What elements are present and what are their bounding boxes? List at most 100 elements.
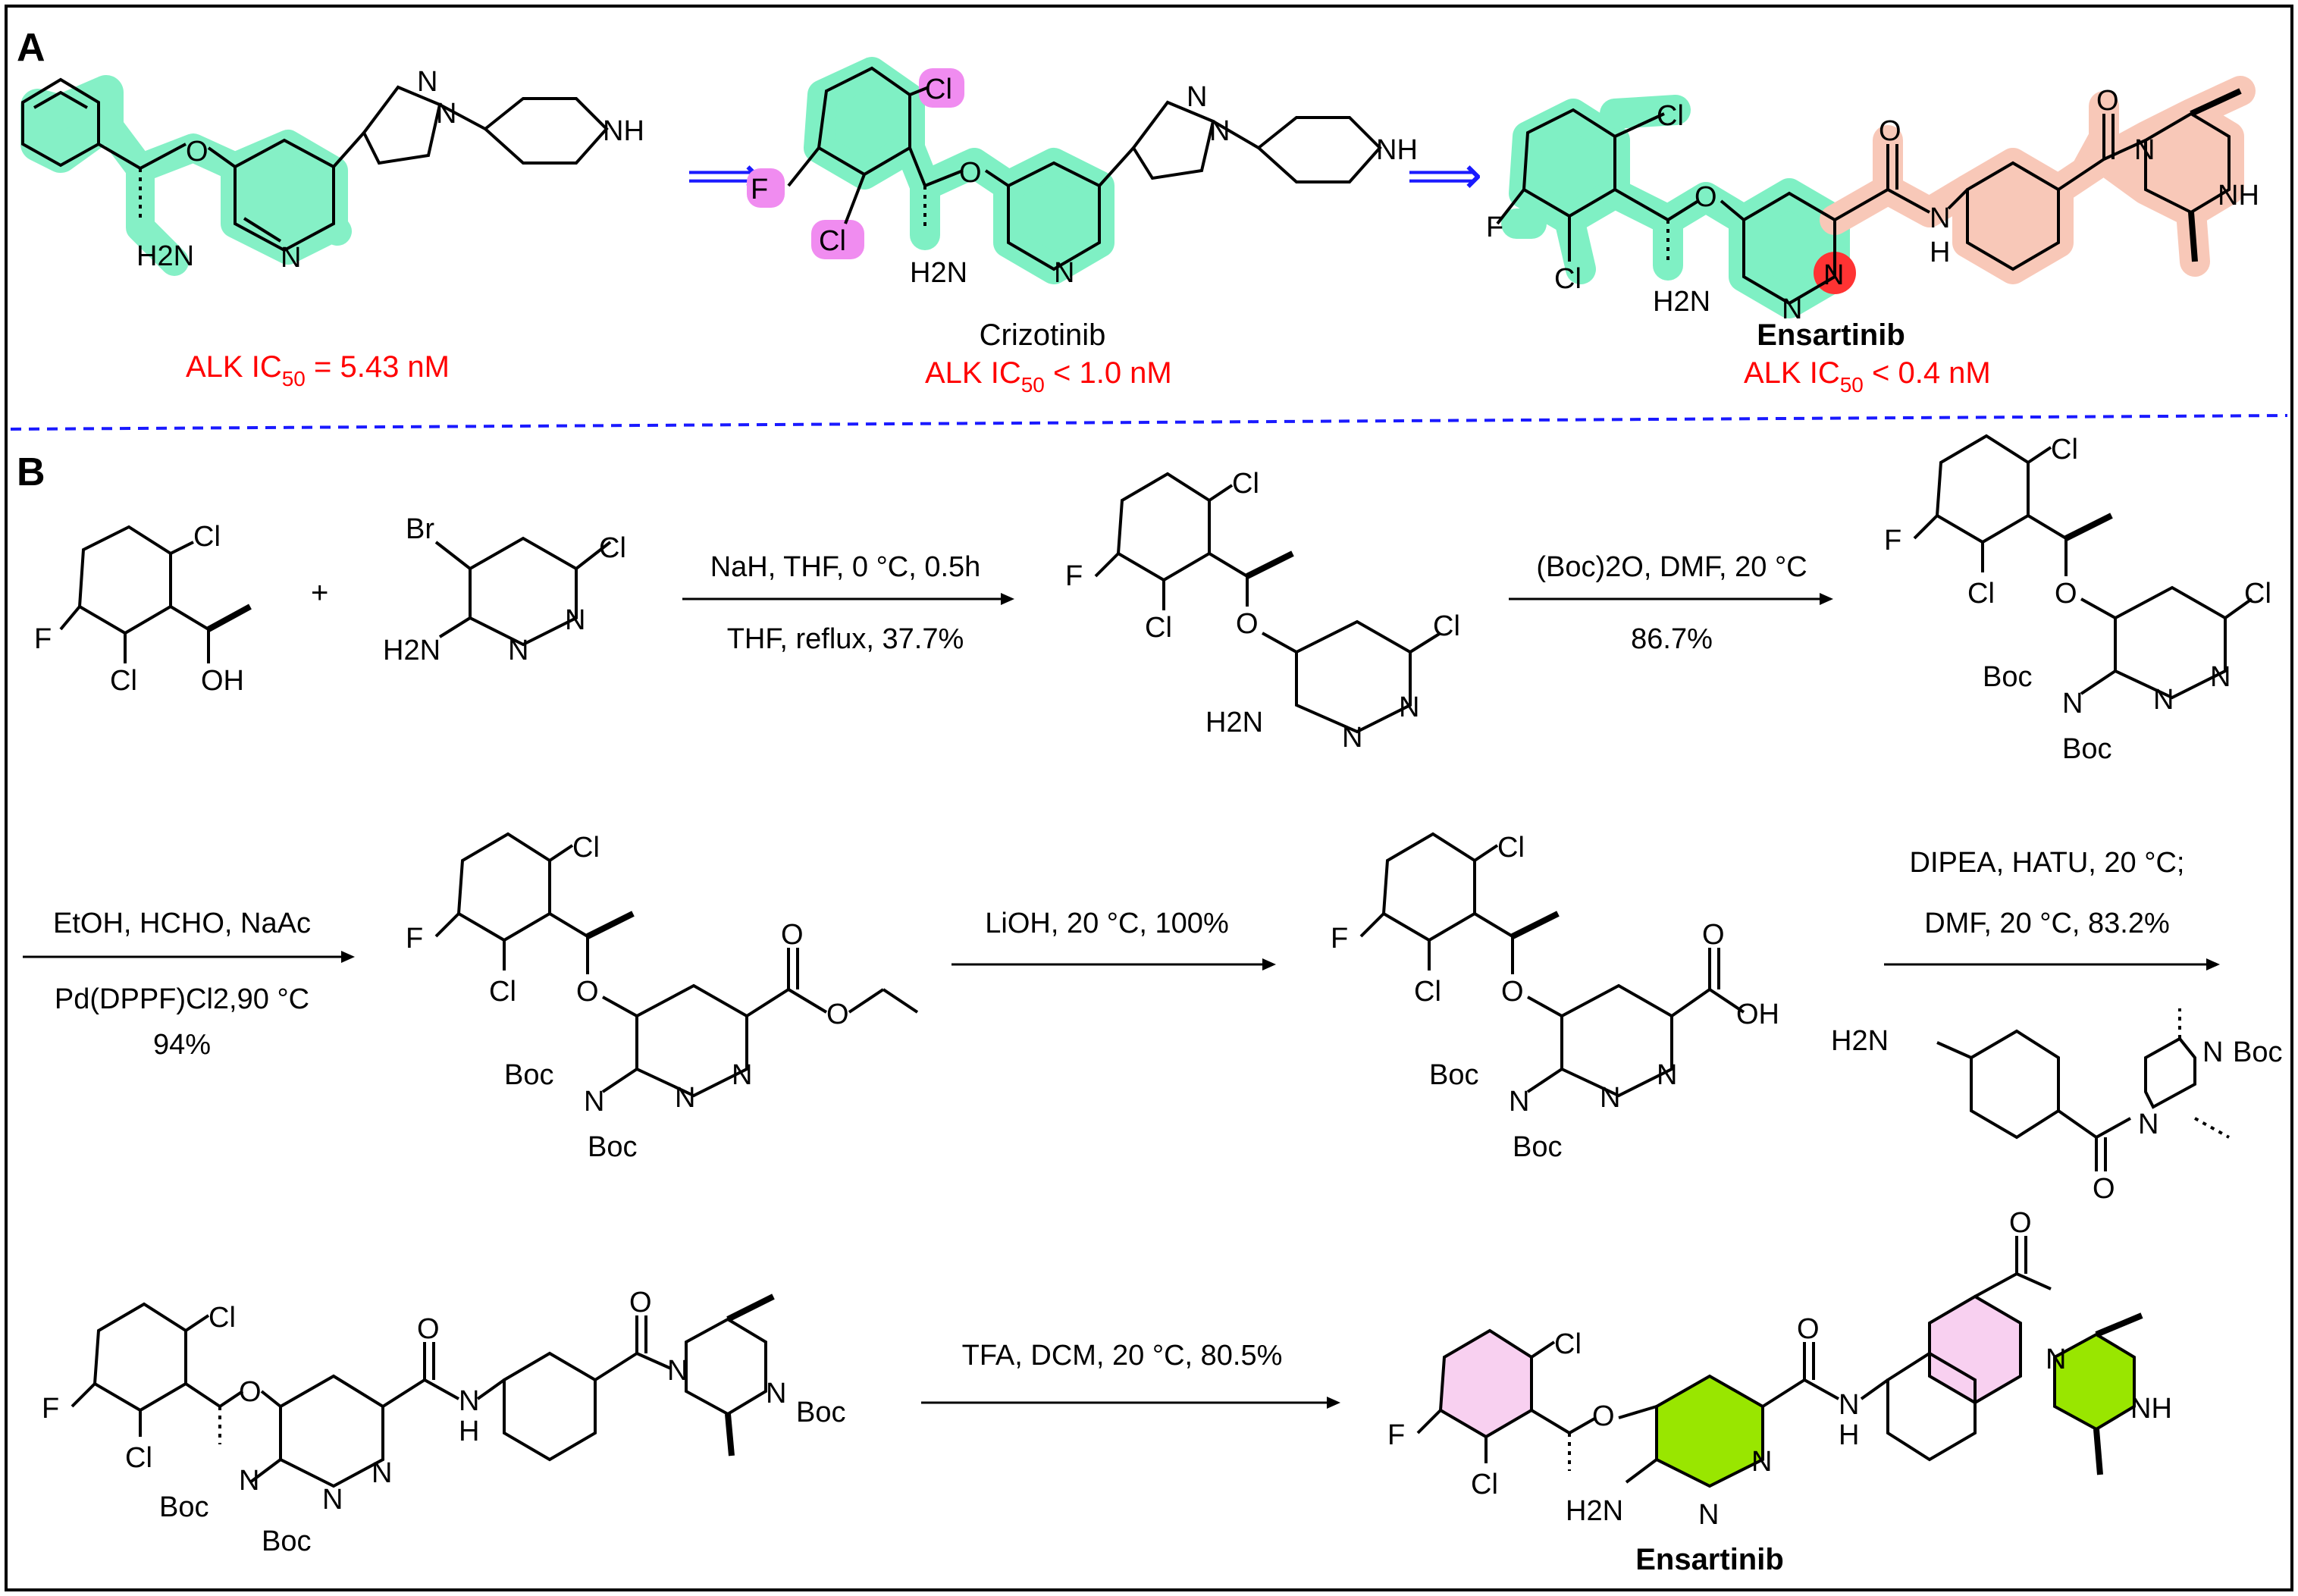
atom-label: H2N	[136, 240, 194, 272]
bond-line	[1001, 593, 1014, 605]
bond-line	[1501, 95, 1759, 284]
atom-label: N	[1698, 1499, 1719, 1531]
bond-line	[1212, 120, 1260, 149]
bond-line	[2027, 514, 2068, 540]
crizotinib-structure	[787, 66, 1382, 271]
bond-line	[1947, 188, 1969, 210]
atom-label: N	[1839, 1389, 1859, 1421]
atom-label: Cl	[572, 832, 600, 864]
bond-line	[2096, 1117, 2131, 1139]
atom-label: Cl	[1497, 832, 1525, 864]
atom-label: N	[281, 242, 301, 274]
atom-label: O	[2093, 1173, 2115, 1205]
bond-line	[2055, 1334, 2134, 1429]
final-highlights	[1441, 1297, 2134, 1486]
bond-line	[2206, 958, 2220, 970]
bond-line	[1618, 1405, 1657, 1419]
atom-label: N	[2046, 1344, 2066, 1375]
bond-line	[97, 143, 142, 170]
bond-line	[1530, 1409, 1571, 1435]
bond-line	[1098, 146, 1135, 187]
atom-label: N	[2210, 661, 2231, 693]
bond-line	[2016, 1272, 2052, 1290]
bond-line	[1416, 1409, 1442, 1435]
atom-label: O	[629, 1287, 652, 1319]
atom-label: Boc	[159, 1491, 208, 1523]
atom-label: N	[2134, 134, 2155, 166]
bond-line	[1295, 619, 1412, 734]
bond-line	[908, 147, 926, 187]
atom-label: F	[34, 623, 52, 655]
bond-line	[362, 85, 442, 165]
atom-label: N	[1054, 257, 1074, 289]
atom-label: Boc	[1429, 1059, 1478, 1091]
bond-line	[1496, 188, 1525, 225]
atom-label: N	[1930, 202, 1950, 234]
bromopyridazine	[434, 536, 612, 647]
bond-line	[882, 988, 919, 1014]
bond-line	[2103, 139, 2146, 161]
bond-line	[1473, 844, 1499, 862]
bond-line	[1409, 632, 1442, 654]
bond-line	[434, 541, 472, 570]
atom-label: Cl	[1554, 1328, 1582, 1360]
bond-line	[332, 131, 365, 168]
atom-label: OH	[1736, 999, 1779, 1030]
bond-line	[1970, 1029, 2060, 1140]
bond-line	[2095, 1312, 2143, 1337]
bond-line	[1666, 199, 1700, 221]
bond-line	[1262, 958, 1276, 970]
bond-line	[601, 1068, 638, 1093]
intermediate-1	[1094, 472, 1442, 734]
atom-label: N	[417, 66, 437, 98]
atom-label: NH	[2218, 180, 2259, 212]
step2-line1: (Boc)2O, DMF, 20 °C	[1536, 551, 1807, 583]
bond-line	[92, 1302, 187, 1413]
atom-label: H	[1839, 1419, 1859, 1451]
atom-label: Cl	[1433, 610, 1460, 642]
bond-line	[260, 1390, 282, 1408]
atom-label: N	[1657, 1059, 1677, 1091]
atom-label: Cl	[1554, 263, 1582, 295]
atom-label: F	[1387, 1419, 1405, 1451]
bond-line	[71, 1382, 96, 1408]
bond-line	[1359, 912, 1385, 938]
bond-line	[1742, 191, 1836, 306]
atom-label: N	[322, 1484, 343, 1516]
atom-label: O	[1236, 608, 1259, 640]
atom-label: N	[766, 1378, 786, 1409]
atom-label: O	[186, 136, 208, 168]
atom-label: NH	[603, 115, 644, 147]
intermediate-4	[1359, 832, 1745, 1098]
ensartinib-a-structure	[1496, 88, 2242, 306]
atom-label: F	[1065, 560, 1083, 592]
lead-compound-highlight	[20, 75, 352, 276]
bond-line	[2114, 585, 2227, 700]
atom-label: N	[675, 1082, 695, 1114]
atom-label: N	[372, 1457, 392, 1489]
atom-label: Boc	[504, 1059, 553, 1091]
bond-line	[2194, 1117, 2230, 1139]
atom-label: OH	[201, 665, 244, 697]
bond-line	[1974, 1272, 2017, 1298]
atom-label: NH	[1376, 134, 1418, 166]
atom-label: H2N	[1566, 1495, 1623, 1527]
bond-line	[2188, 212, 2198, 262]
bond-line	[1913, 514, 1939, 540]
bond-line	[1860, 1378, 1889, 1400]
bond-line	[1208, 552, 1249, 578]
bond-line	[2224, 597, 2253, 619]
bond-line	[434, 912, 460, 938]
final-ensartinib-name: Ensartinib	[1635, 1543, 1784, 1576]
atom-label: NH	[2130, 1393, 2172, 1425]
atom-label: O	[781, 919, 804, 951]
ensartinib-a-ic50: ALK IC50 < 0.4 nM	[1744, 356, 1991, 397]
bond-line	[1720, 199, 1745, 221]
bond-line	[1657, 1376, 1763, 1486]
atom-label: Cl	[1967, 578, 1995, 610]
atom-label: N	[2153, 684, 2174, 716]
atom-label: Cl	[1471, 1469, 1498, 1500]
figure-frame	[5, 5, 2293, 1591]
atom-label: O	[826, 999, 849, 1030]
bond-line	[218, 1390, 244, 1408]
